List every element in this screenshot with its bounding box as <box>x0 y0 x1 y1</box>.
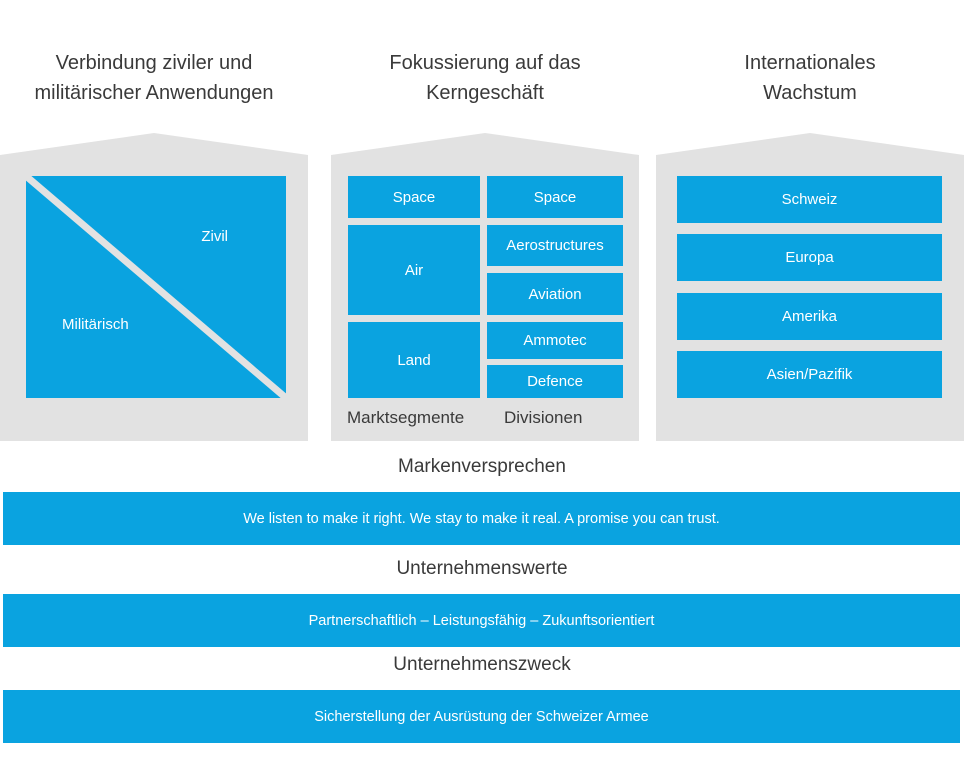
pillar-1-heading-line-2: militärischer Anwendungen <box>34 82 274 104</box>
market-segment-tile-space[interactable]: Space <box>348 176 480 218</box>
region-tile-europa[interactable]: Europa <box>677 234 942 281</box>
company-values-bar: Partnerschaftlich – Leistungsfähig – Zuk… <box>3 594 960 647</box>
pillar-1-civil-military: Zivil Militärisch <box>0 133 308 441</box>
pillar-3-heading: Internationales Wachstum <box>656 48 964 108</box>
pillar-2-heading-line-2: Kerngeschäft <box>426 82 544 104</box>
civil-military-split-square: Zivil Militärisch <box>26 176 286 398</box>
division-tile-ammotec[interactable]: Ammotec <box>487 322 623 359</box>
market-segments-caption: Marktsegmente <box>347 408 465 427</box>
diagonal-divider-line <box>26 176 286 398</box>
pillar-1-heading-line-1: Verbindung ziviler und <box>55 52 253 74</box>
division-tile-space[interactable]: Space <box>487 176 623 218</box>
pillar-2-heading-line-1: Fokussierung auf das <box>389 52 581 74</box>
brand-promise-bar: We listen to make it right. We stay to m… <box>3 492 960 545</box>
market-segment-tile-land[interactable]: Land <box>348 322 480 398</box>
pillar-3-international-growth: Schweiz Europa Amerika Asien/Pazifik <box>656 133 964 441</box>
company-purpose-label: Unternehmenszweck <box>393 654 571 675</box>
region-tile-schweiz[interactable]: Schweiz <box>677 176 942 223</box>
pillar-1-heading: Verbindung ziviler und militärischer Anw… <box>0 48 308 108</box>
division-tile-defence[interactable]: Defence <box>487 365 623 398</box>
market-segment-tile-air[interactable]: Air <box>348 225 480 315</box>
company-purpose-bar: Sicherstellung der Ausrüstung der Schwei… <box>3 690 960 743</box>
pillar-2-heading: Fokussierung auf das Kerngeschäft <box>331 48 639 108</box>
company-values-label: Unternehmenswerte <box>396 558 568 579</box>
region-tile-asien-pazifik[interactable]: Asien/Pazifik <box>677 351 942 398</box>
civil-label: Zivil <box>201 228 228 245</box>
military-label: Militärisch <box>62 316 129 333</box>
pillar-3-heading-line-1: Internationales <box>744 52 876 74</box>
pillar-3-heading-line-2: Wachstum <box>763 82 857 104</box>
division-tile-aviation[interactable]: Aviation <box>487 273 623 315</box>
brand-promise-label: Markenversprechen <box>398 456 566 477</box>
region-tile-amerika[interactable]: Amerika <box>677 293 942 340</box>
divisions-caption: Divisionen <box>504 408 583 427</box>
pillar-2-core-business: Space Air Land Space Aerostructures Avia… <box>331 133 639 441</box>
division-tile-aerostructures[interactable]: Aerostructures <box>487 225 623 266</box>
